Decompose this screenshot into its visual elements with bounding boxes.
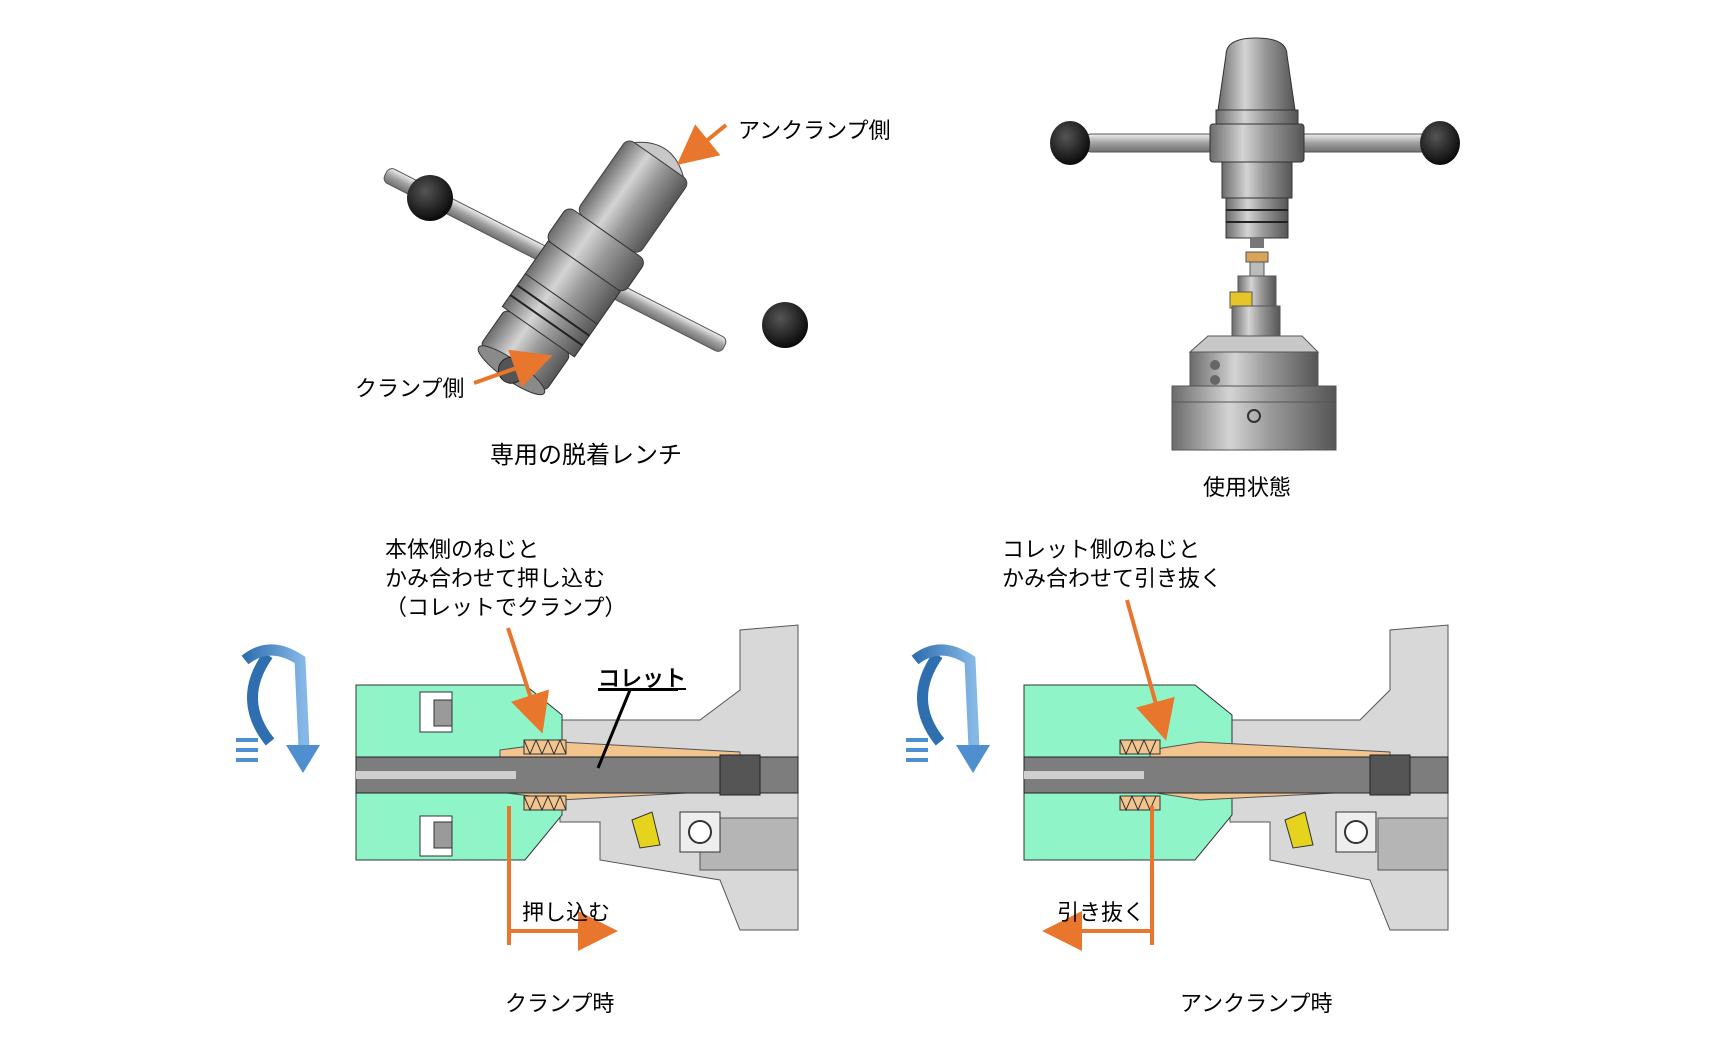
knob-left bbox=[1050, 121, 1090, 165]
knob-right bbox=[1420, 121, 1460, 165]
pointer-arrow-icon bbox=[676, 123, 728, 166]
wrench-caption: 専用の脱着レンチ bbox=[490, 441, 682, 469]
pointer-arrow-icon bbox=[506, 627, 550, 734]
push-label: 押し込む bbox=[522, 901, 611, 926]
pointer-arrow-icon bbox=[473, 349, 553, 388]
knob-left bbox=[407, 175, 453, 221]
collet-leader-line bbox=[596, 689, 632, 769]
rotation-arrow-icon bbox=[906, 644, 990, 773]
unclamp-caption: アンクランプ時 bbox=[1180, 992, 1333, 1017]
clamp-side-label: クランプ側 bbox=[355, 377, 465, 402]
clamp-note: 本体側のねじと かみ合わせて押し込む （コレットでクランプ） bbox=[385, 538, 627, 621]
pointer-arrow-icon bbox=[1125, 599, 1175, 741]
knob-right bbox=[762, 302, 808, 348]
usage-caption: 使用状態 bbox=[1203, 476, 1292, 501]
wrench-illustration bbox=[383, 123, 808, 396]
unclamp-section-diagram bbox=[906, 599, 1449, 951]
rotation-arrow-icon bbox=[236, 644, 320, 773]
pull-label: 引き抜く bbox=[1057, 901, 1146, 926]
unclamp-side-label: アンクランプ側 bbox=[738, 119, 891, 144]
usage-illustration bbox=[1050, 37, 1460, 451]
clamp-caption: クランプ時 bbox=[505, 992, 615, 1017]
clamp-section-diagram bbox=[236, 624, 799, 951]
collet-label: コレット bbox=[598, 667, 687, 692]
unclamp-note: コレット側のねじと かみ合わせて引き抜く bbox=[1002, 538, 1223, 592]
